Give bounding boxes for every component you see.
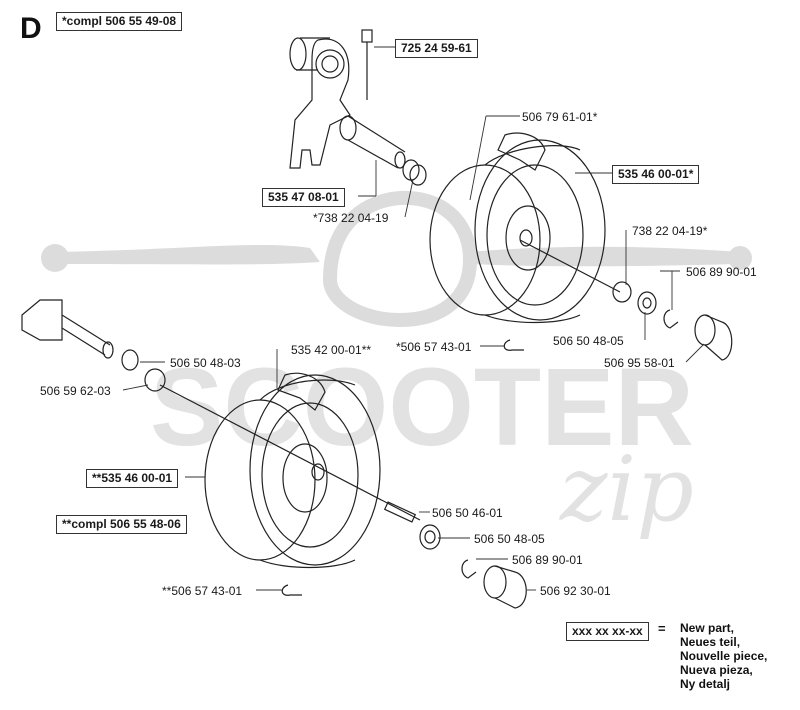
watermark-text: SCOOTER bbox=[150, 346, 694, 469]
label-535-46-00-01-a: 535 46 00-01* bbox=[612, 165, 700, 184]
upper-assembly bbox=[289, 29, 733, 361]
legend-code: xxx xx xx-xx bbox=[566, 622, 649, 641]
label-535-42-00-01: 535 42 00-01** bbox=[291, 343, 372, 357]
label-506-50-46-01: 506 50 46-01 bbox=[432, 506, 503, 520]
legend-list: New part, Neues teil, Nouvelle piece, Nu… bbox=[680, 621, 767, 691]
legend-entry: Neues teil, bbox=[680, 635, 741, 649]
label-506-50-48-05-b: 506 50 48-05 bbox=[474, 532, 545, 546]
label-506-50-48-05-a: 506 50 48-05 bbox=[553, 334, 624, 348]
label-506-79-61-01: 506 79 61-01* bbox=[522, 110, 598, 124]
label-725-24-59-61: 725 24 59-61 bbox=[395, 39, 478, 58]
legend-entry: New part, bbox=[680, 621, 735, 635]
legend-equals: = bbox=[658, 621, 666, 636]
label-506-92-30-01: 506 92 30-01 bbox=[540, 584, 611, 598]
label-535-47-08-01: 535 47 08-01 bbox=[262, 188, 345, 207]
lower-assembly bbox=[21, 299, 527, 609]
watermark-logo: SCOOTER zip bbox=[41, 190, 752, 542]
label-506-89-90-01-a: 506 89 90-01 bbox=[686, 265, 757, 279]
label-compl-50655 4908: *compl 506 55 49-08 bbox=[56, 12, 183, 31]
label-506-59-62-03: 506 59 62-03 bbox=[40, 384, 111, 398]
legend-entry: Nueva pieza, bbox=[680, 663, 753, 677]
label-506-50-48-03: 506 50 48-03 bbox=[170, 356, 241, 370]
legend-entry: Nouvelle piece, bbox=[680, 649, 768, 663]
label-738-22-04-19-right: 738 22 04-19* bbox=[632, 224, 708, 238]
watermark-script: zip bbox=[559, 437, 694, 542]
label-738-22-04-19-left: *738 22 04-19 bbox=[313, 211, 389, 225]
label-535-46-00-01-b: **535 46 00-01 bbox=[86, 469, 179, 488]
label-506-57-43-01-b: **506 57 43-01 bbox=[162, 584, 243, 598]
legend-entry: Ny detalj bbox=[680, 677, 731, 691]
label-compl-506-55-48-06: **compl 506 55 48-06 bbox=[56, 515, 187, 534]
label-506-89-90-01-b: 506 89 90-01 bbox=[512, 553, 583, 567]
section-letter: D bbox=[20, 12, 42, 45]
label-506-95-58-01: 506 95 58-01 bbox=[604, 356, 675, 370]
leader-lines bbox=[122, 46, 705, 591]
label-506-57-43-01-a: *506 57 43-01 bbox=[396, 340, 472, 354]
